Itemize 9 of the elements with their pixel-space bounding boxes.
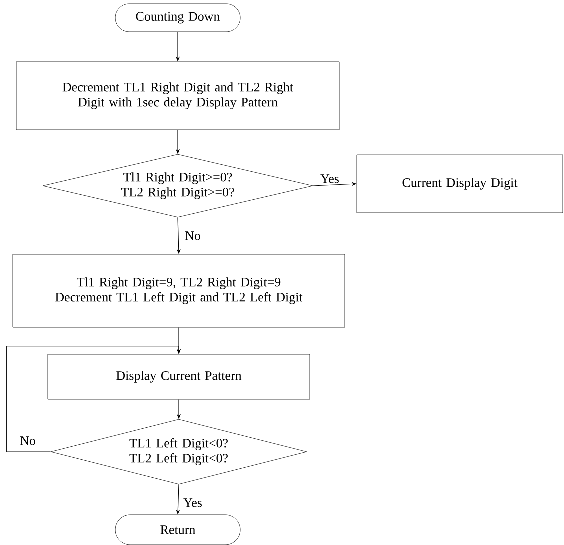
edge-label: No (184, 230, 202, 242)
process-box: Display Current Pattern (48, 354, 310, 400)
process-box: Current Display Digit (356, 154, 564, 214)
process-box: Tl1 Right Digit=9, TL2 Right Digit=9 Decrement TL1 Left Digit and TL2 Left Digit (12, 254, 346, 328)
arrow (6, 346, 182, 452)
process-box: Decrement TL1 Right Digit and TL2 Right Digit with 1sec delay Display Pattern (16, 62, 340, 130)
edge-label: Yes (182, 498, 204, 508)
edge-label: No (19, 436, 37, 446)
edge-label: Yes (320, 174, 340, 184)
